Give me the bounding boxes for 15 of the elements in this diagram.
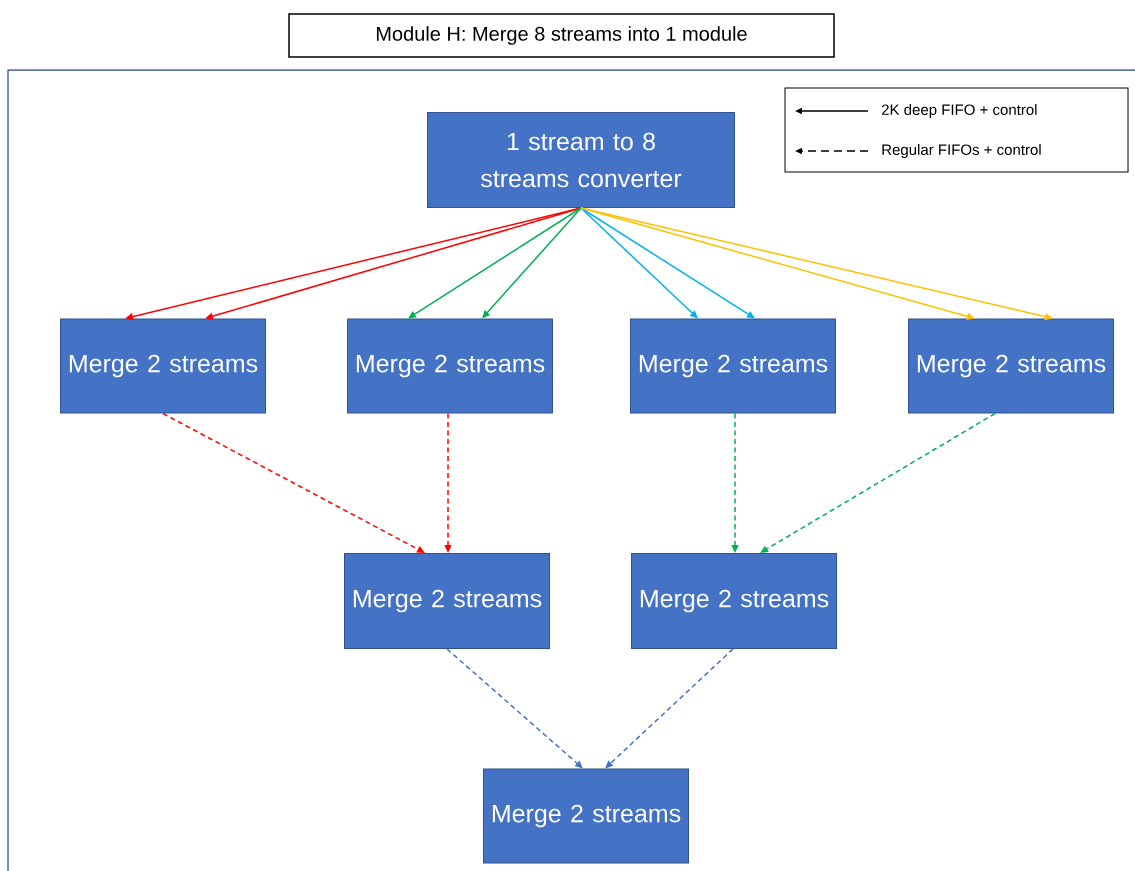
- arrow: [408, 207, 582, 319]
- process-box: Merge 2 streams: [908, 318, 1114, 414]
- title-box: Module H: Merge 8 streams into 1 module: [288, 13, 835, 58]
- process-box: 1 stream to 8 streams converter: [427, 112, 735, 208]
- process-box: Merge 2 streams: [344, 553, 550, 649]
- arrow: [580, 207, 755, 319]
- legend-text: Regular FIFOs + control: [882, 144, 1041, 158]
- process-box: Merge 2 streams: [60, 318, 266, 414]
- process-box: Merge 2 streams: [483, 768, 689, 864]
- arrow: [162, 412, 425, 553]
- arrow: [760, 412, 996, 553]
- process-box: Merge 2 streams: [631, 553, 837, 649]
- process-box: Merge 2 streams: [630, 318, 836, 414]
- process-box: Merge 2 streams: [347, 318, 553, 414]
- legend-text: 2K deep FIFO + control: [881, 104, 1037, 118]
